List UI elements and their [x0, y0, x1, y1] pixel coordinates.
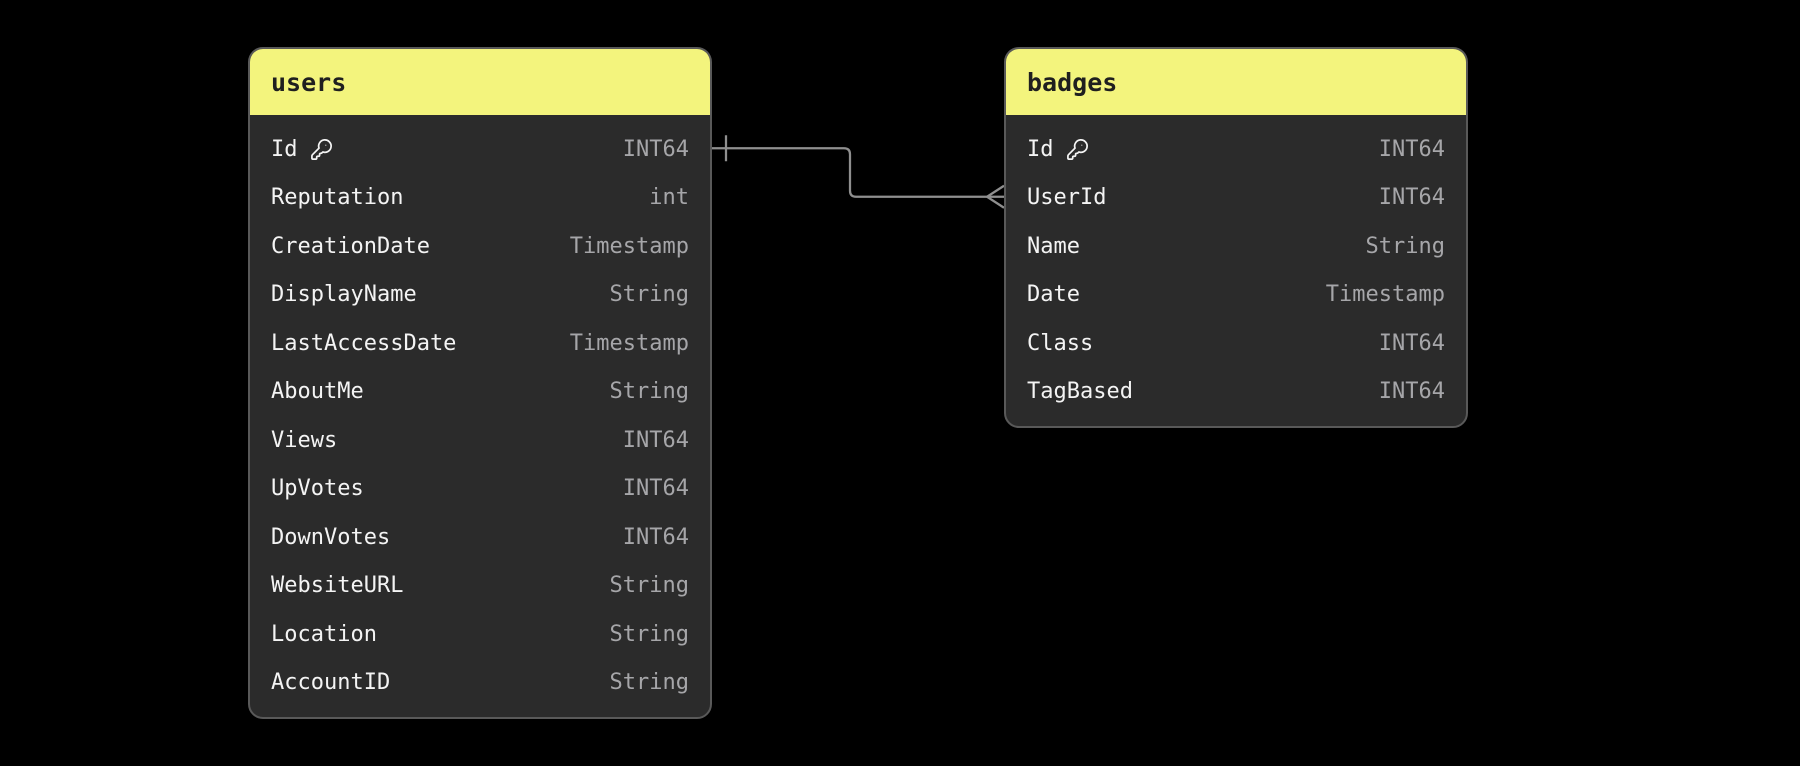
- field-row-users-AccountID[interactable]: AccountID String: [250, 659, 710, 708]
- field-name: DisplayName: [271, 282, 417, 307]
- field-row-users-CreationDate[interactable]: CreationDate Timestamp: [250, 222, 710, 271]
- field-type: INT64: [1378, 379, 1445, 405]
- field-type: String: [609, 282, 689, 308]
- field-name-label: DownVotes: [271, 524, 391, 550]
- field-type: String: [609, 621, 689, 647]
- field-type: Timestamp: [1325, 282, 1445, 308]
- field-name: CreationDate: [271, 234, 430, 259]
- primary-key-icon: [1066, 138, 1089, 161]
- field-name-label: Id: [271, 136, 298, 162]
- field-name-label: Id: [1027, 136, 1054, 162]
- field-name: Id: [1027, 137, 1089, 162]
- table-body: Id INT64 UserId INT64 Name String Date T…: [1006, 115, 1466, 426]
- field-name-label: DisplayName: [271, 282, 417, 308]
- field-row-users-DisplayName[interactable]: DisplayName String: [250, 271, 710, 320]
- field-name: Views: [271, 428, 337, 453]
- field-name: UserId: [1027, 185, 1106, 210]
- field-row-badges-Date[interactable]: Date Timestamp: [1006, 271, 1466, 320]
- field-name-label: AboutMe: [271, 379, 364, 405]
- field-row-users-UpVotes[interactable]: UpVotes INT64: [250, 465, 710, 514]
- field-name: UpVotes: [271, 476, 364, 501]
- field-name-label: Class: [1027, 330, 1094, 356]
- field-name: DownVotes: [271, 525, 390, 550]
- field-type: String: [609, 670, 689, 696]
- table-header[interactable]: users: [250, 49, 710, 115]
- field-type: INT64: [622, 476, 689, 502]
- field-row-users-LastAccessDate[interactable]: LastAccessDate Timestamp: [250, 319, 710, 368]
- field-name: AccountID: [271, 670, 390, 695]
- field-type: INT64: [1378, 330, 1445, 356]
- field-type: INT64: [622, 524, 689, 550]
- field-name-label: Views: [271, 427, 338, 453]
- field-name-label: Reputation: [271, 185, 404, 211]
- relationship-users-badges[interactable]: [712, 135, 1005, 209]
- field-name-label: Location: [271, 621, 377, 647]
- field-row-badges-Class[interactable]: Class INT64: [1006, 319, 1466, 368]
- field-name: AboutMe: [271, 379, 364, 404]
- relationship-line[interactable]: [712, 147, 1004, 198]
- field-name-label: WebsiteURL: [271, 573, 404, 599]
- field-name-label: Name: [1027, 233, 1080, 259]
- field-name-label: UpVotes: [271, 476, 364, 502]
- field-row-users-Id[interactable]: Id INT64: [250, 125, 710, 174]
- field-name: Name: [1027, 234, 1080, 259]
- field-type: String: [1365, 233, 1445, 259]
- field-type: INT64: [1378, 185, 1445, 211]
- field-type: Timestamp: [569, 233, 689, 259]
- table-title: badges: [1027, 67, 1118, 97]
- field-name: TagBased: [1027, 379, 1133, 404]
- erd-table-badges[interactable]: badges Id INT64 UserId INT64 Name String…: [1004, 47, 1468, 428]
- field-name: Id: [271, 137, 333, 162]
- field-type: INT64: [1378, 136, 1445, 162]
- field-name-label: Date: [1027, 282, 1080, 308]
- field-name-label: UserId: [1027, 185, 1107, 211]
- table-header[interactable]: badges: [1006, 49, 1466, 115]
- field-type: int: [649, 185, 689, 211]
- field-row-users-AboutMe[interactable]: AboutMe String: [250, 368, 710, 417]
- field-row-badges-TagBased[interactable]: TagBased INT64: [1006, 368, 1466, 417]
- field-name-label: LastAccessDate: [271, 330, 457, 356]
- field-type: INT64: [622, 427, 689, 453]
- field-type: Timestamp: [569, 330, 689, 356]
- field-name-label: TagBased: [1027, 379, 1133, 405]
- field-row-badges-Id[interactable]: Id INT64: [1006, 125, 1466, 174]
- field-row-users-WebsiteURL[interactable]: WebsiteURL String: [250, 562, 710, 611]
- field-name: Class: [1027, 331, 1093, 356]
- field-name: Location: [271, 622, 377, 647]
- field-row-users-Location[interactable]: Location String: [250, 610, 710, 659]
- erd-table-users[interactable]: users Id INT64 Reputation int CreationDa…: [248, 47, 712, 719]
- table-title: users: [271, 67, 347, 97]
- field-name: WebsiteURL: [271, 573, 403, 598]
- field-type: INT64: [622, 136, 689, 162]
- table-body: Id INT64 Reputation int CreationDate Tim…: [250, 115, 710, 717]
- field-type: String: [609, 379, 689, 405]
- cardinality-many-crowfoot: [984, 184, 1005, 209]
- field-name-label: AccountID: [271, 670, 391, 696]
- field-name: LastAccessDate: [271, 331, 456, 356]
- field-name-label: CreationDate: [271, 233, 430, 259]
- field-type: String: [609, 573, 689, 599]
- field-row-badges-UserId[interactable]: UserId INT64: [1006, 174, 1466, 223]
- field-name: Date: [1027, 282, 1080, 307]
- primary-key-icon: [310, 138, 333, 161]
- field-row-users-Reputation[interactable]: Reputation int: [250, 174, 710, 223]
- field-row-badges-Name[interactable]: Name String: [1006, 222, 1466, 271]
- field-row-users-DownVotes[interactable]: DownVotes INT64: [250, 513, 710, 562]
- field-name: Reputation: [271, 185, 403, 210]
- field-row-users-Views[interactable]: Views INT64: [250, 416, 710, 465]
